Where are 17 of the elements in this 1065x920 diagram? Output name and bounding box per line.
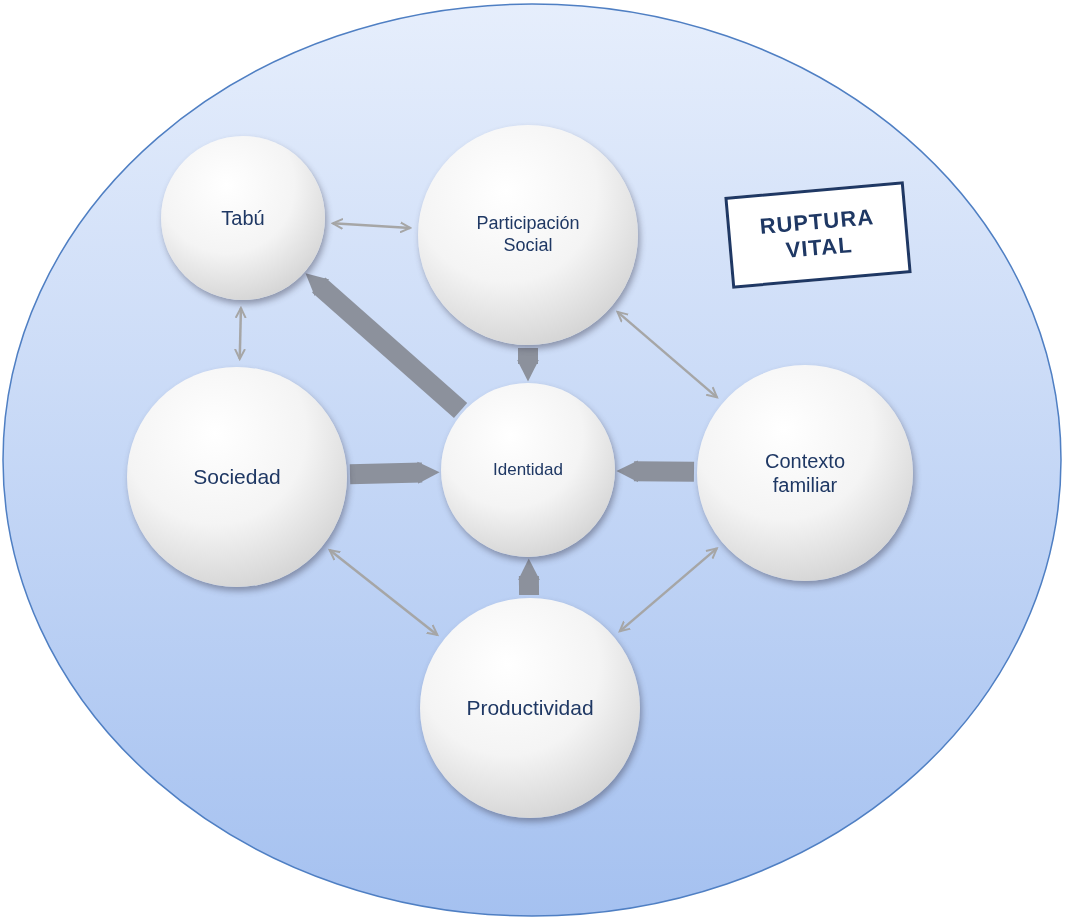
- concept-label: Sociedad: [193, 464, 281, 490]
- double-arrow: [331, 217, 412, 234]
- block-arrow: [305, 273, 468, 418]
- double-arrow: [616, 310, 718, 399]
- double-arrow: [233, 307, 247, 361]
- concept-label: Participación Social: [475, 213, 581, 257]
- title-text: RUPTURA VITAL: [757, 202, 876, 265]
- concept-label: Productividad: [466, 695, 594, 721]
- concept-label: Contexto familiar: [763, 449, 847, 497]
- block-arrow: [349, 461, 440, 485]
- double-arrow: [328, 549, 439, 636]
- double-arrow: [618, 547, 718, 633]
- concept-label: Identidad: [493, 459, 563, 481]
- block-arrow: [517, 558, 540, 596]
- block-arrow: [517, 348, 539, 382]
- block-arrow: [616, 460, 695, 483]
- concept-label: Tabú: [221, 206, 265, 230]
